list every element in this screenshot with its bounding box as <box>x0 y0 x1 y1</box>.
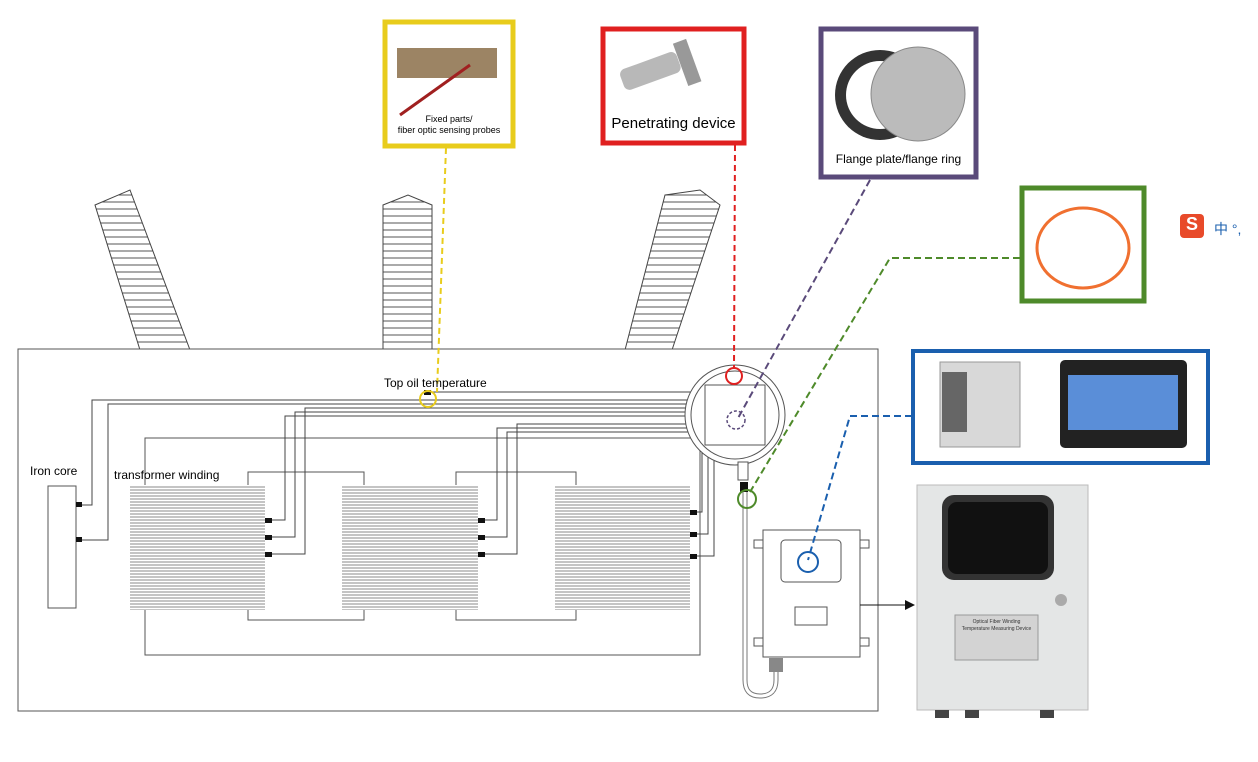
nameplate: Optical Fiber Winding Temperature Measur… <box>955 619 1038 633</box>
measuring-cabinet <box>916 484 1089 718</box>
bushing-middle <box>382 194 433 351</box>
probe-caption: Fixed parts/ fiber optic sensing probes <box>385 114 513 136</box>
iron-core-label: Iron core <box>30 464 78 478</box>
flange-caption: Flange plate/flange ring <box>835 152 962 166</box>
winding-3 <box>555 485 690 610</box>
probe-caption-line1: Fixed parts/ <box>425 114 473 124</box>
bushing-right <box>624 189 721 351</box>
top-oil-temperature-label: Top oil temperature <box>384 376 487 390</box>
ime-status[interactable]: 中 °, <box>1214 221 1242 237</box>
bushing-left <box>94 189 191 351</box>
ime-logo-icon[interactable]: S <box>1186 214 1199 234</box>
winding-label: transformer winding <box>114 468 220 482</box>
nameplate-line2: Temperature Measuring Device <box>961 626 1032 632</box>
winding-1 <box>130 485 265 610</box>
flange <box>684 364 786 492</box>
penetrating-caption: Penetrating device <box>611 115 736 132</box>
nameplate-line1: Optical Fiber Winding <box>972 619 1021 625</box>
probe-caption-line2: fiber optic sensing probes <box>397 125 501 135</box>
winding-2 <box>342 485 478 610</box>
iron-core <box>47 485 77 609</box>
